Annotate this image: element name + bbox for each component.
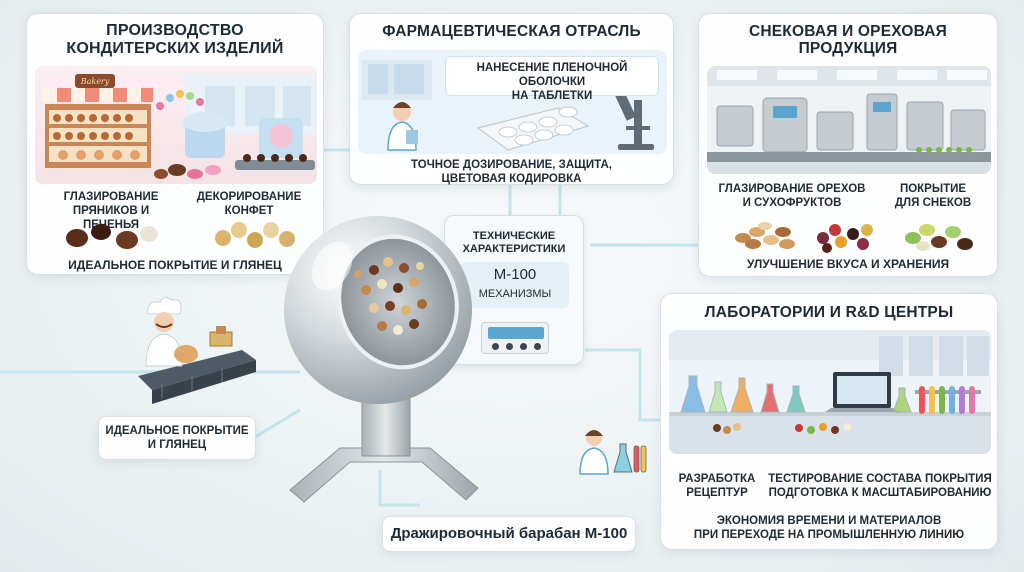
snacks-panel: СНЕКОВАЯ И ОРЕХОВАЯ ПРОДУКЦИЯ ГЛАЗИРОВАН…	[698, 13, 998, 277]
snacks-item-nuts: ГЛАЗИРОВАНИЕ ОРЕХОВ И СУХОФРУКТОВ	[718, 183, 866, 210]
control-button-1[interactable]	[492, 343, 499, 350]
laboratory-illustration	[669, 330, 991, 454]
confectionery-footer: ИДЕАЛЬНОЕ ПОКРЫТИЕ И ГЛЯНЕЦ	[68, 258, 282, 272]
lab-panel: ЛАБОРАТОРИИ И R&D ЦЕНТРЫ	[660, 293, 998, 550]
control-button-2[interactable]	[506, 343, 513, 350]
gold-candies-image	[215, 222, 295, 248]
lab-title: ЛАБОРАТОРИИ И R&D ЦЕНТРЫ	[704, 304, 954, 321]
tech-model-box: М-100 МЕХАНИЗМЫ	[461, 262, 569, 308]
nuts-and-snacks-image	[735, 222, 973, 253]
product-label: Дражировочный барабан М-100	[390, 525, 628, 542]
confectionery-panel: ПРОИЗВОДСТВО КОНДИТЕРСКИХ ИЗДЕЛИЙ	[26, 13, 324, 275]
pharma-box: НАНЕСЕНИЕ ПЛЕНОЧНОЙ ОБОЛОЧКИ НА ТАБЛЕТКИ	[445, 56, 659, 102]
lab-item-recipes: РАЗРАБОТКА РЕЦЕПТУР	[678, 473, 756, 500]
tech-mechanisms: МЕХАНИЗМЫ	[478, 288, 552, 300]
lab-item-testing: ТЕСТИРОВАНИЕ СОСТАВА ПОКРЫТИЯ ПОДГОТОВКА…	[768, 473, 992, 500]
pharma-footer: ТОЧНОЕ ДОЗИРОВАНИЕ, ЗАЩИТА, ЦВЕТОВАЯ КОД…	[411, 159, 612, 186]
control-button-4[interactable]	[534, 343, 541, 350]
control-display	[488, 327, 544, 339]
bakery-sign: Bakery	[80, 77, 110, 86]
snacks-title: СНЕКОВАЯ И ОРЕХОВАЯ ПРОДУКЦИЯ	[748, 23, 948, 58]
snacks-item-snacks: ПОКРЫТИЕ ДЛЯ СНЕКОВ	[894, 183, 972, 210]
bakery-illustration: Bakery	[35, 66, 317, 184]
lab-footer: ЭКОНОМИЯ ВРЕМЕНИ И МАТЕРИАЛОВ ПРИ ПЕРЕХО…	[693, 515, 965, 542]
chocolate-candies-image	[66, 224, 158, 249]
pharma-title: ФАРМАЦЕВТИЧЕСКАЯ ОТРАСЛЬ	[382, 23, 641, 40]
baker-caption: ИДЕАЛЬНОЕ ПОКРЫТИЕ И ГЛЯНЕЦ	[105, 425, 249, 452]
tech-heading: ТЕХНИЧЕСКИЕ ХАРАКТЕРИСТИКИ	[462, 230, 566, 256]
control-button-3[interactable]	[520, 343, 527, 350]
factory-illustration	[707, 66, 991, 174]
product-label-card: Дражировочный барабан М-100	[382, 516, 636, 552]
baker-caption-card: ИДЕАЛЬНОЕ ПОКРЫТИЕ И ГЛЯНЕЦ	[98, 416, 256, 460]
baker-icon	[138, 296, 256, 404]
snacks-footer: УЛУЧШЕНИЕ ВКУСА И ХРАНЕНИЯ	[746, 257, 950, 271]
tech-model: М-100	[493, 266, 537, 283]
control-panel[interactable]	[481, 322, 549, 354]
pharma-panel: ФАРМАЦЕВТИЧЕСКАЯ ОТРАСЛЬ	[349, 13, 674, 185]
scientist-icon	[579, 430, 647, 475]
confectionery-title: ПРОИЗВОДСТВО КОНДИТЕРСКИХ ИЗДЕЛИЙ	[66, 22, 284, 57]
confectionery-item-candy: ДЕКОРИРОВАНИЕ КОНФЕТ	[196, 191, 302, 218]
coating-drum-image	[284, 216, 479, 503]
